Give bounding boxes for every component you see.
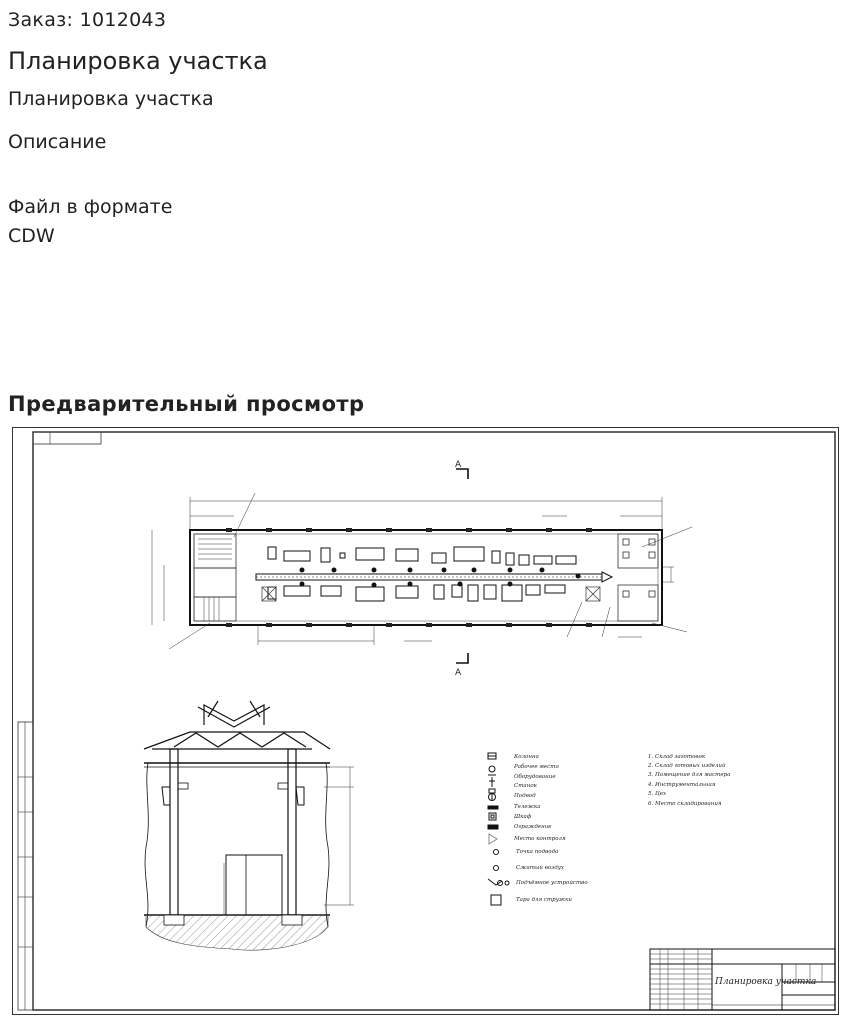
legend-left-9: Точка подвода — [516, 849, 558, 855]
legend-right-4: 5. Цех — [648, 791, 667, 797]
legend-left-12: Тара для стружки — [516, 897, 572, 903]
legend-left-8: Место контроля — [513, 836, 566, 842]
legend-right-5: 6. Место складирования — [648, 801, 722, 807]
legend-left-7: Ограждение — [514, 824, 552, 830]
legend-right-0: 1. Склад заготовок — [648, 754, 706, 760]
legend-left-6: Шкаф — [513, 813, 532, 820]
drawing-preview-image: А — [12, 427, 839, 1015]
section-mark-top: А — [455, 460, 462, 470]
drawing-preview[interactable]: А — [12, 427, 839, 1015]
file-format-info: Файл в формате CDW — [8, 196, 173, 247]
page-subtitle: Планировка участка — [8, 88, 214, 110]
legend-left-2: Оборудование — [514, 773, 556, 780]
description-label: Описание — [8, 131, 107, 153]
legend-left-4: Подвод — [513, 793, 536, 799]
legend-left-10: Сжатый воздух — [516, 865, 565, 871]
legend-right-1: 2. Склад готовых изделий — [647, 763, 726, 769]
section-mark-bottom: А — [455, 668, 462, 678]
legend-left-5: Тележка — [514, 804, 541, 810]
legend-left-0: Колонна — [513, 754, 539, 760]
legend-left-11: Подъёмное устройство — [515, 879, 588, 886]
legend-right-2: 3. Помещение для мастера — [648, 772, 730, 778]
preview-heading: Предварительный просмотр — [8, 392, 365, 416]
order-number: Заказ: 1012043 — [8, 9, 167, 31]
page-title: Планировка участка — [8, 47, 268, 75]
legend-left-3: Станок — [514, 783, 538, 789]
title-block-name: Планировка участка — [714, 977, 816, 987]
legend-right-3: 4. Инструментальная — [647, 782, 716, 788]
legend-left-1: Рабочее место — [513, 763, 559, 770]
